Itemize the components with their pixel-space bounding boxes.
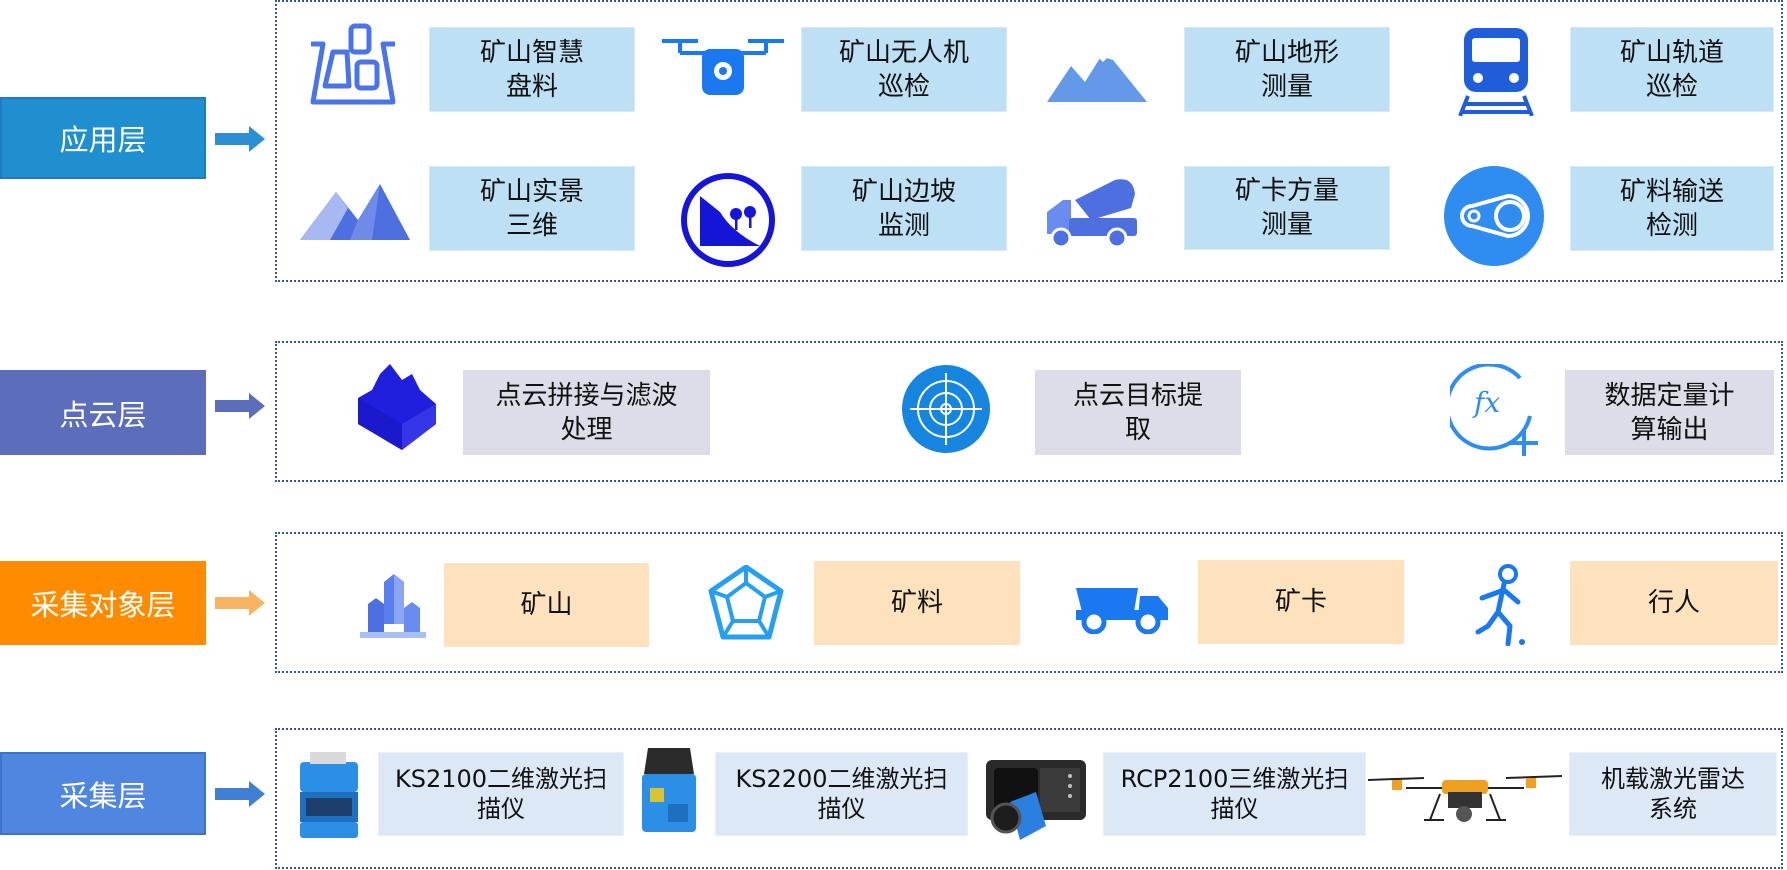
app-item-box: 矿山智慧 盘料	[429, 27, 635, 112]
uav-lidar-icon	[1367, 775, 1563, 822]
arrow-right-icon	[215, 393, 265, 419]
app-item-box: 矿山实景 三维	[429, 166, 635, 251]
device-item-box: RCP2100三维激光扫 描仪	[1103, 752, 1366, 836]
slope-monitor-icon	[681, 173, 775, 267]
ks2200-scanner-icon	[642, 748, 696, 832]
pointcloud-item-box: 点云拼接与滤波 处理	[463, 370, 710, 455]
app-item-box: 矿料输送 检测	[1570, 166, 1774, 251]
layer-label-objects: 采集对象层	[0, 561, 206, 645]
drone-icon	[662, 39, 784, 95]
target-icon	[902, 365, 990, 453]
conveyor-icon	[1444, 166, 1544, 266]
mountains-3d-icon	[300, 184, 410, 240]
app-item-box: 矿卡方量 测量	[1184, 166, 1390, 250]
object-item-box: 行人	[1570, 561, 1778, 645]
mixer-truck-icon	[1047, 179, 1137, 249]
device-item-box: KS2100二维激光扫 描仪	[378, 752, 624, 836]
object-item-box: 矿料	[814, 561, 1020, 645]
device-item-box: 机载激光雷达 系统	[1569, 752, 1777, 836]
layer-label-application: 应用层	[0, 97, 206, 179]
ks2100-scanner-icon	[300, 752, 358, 838]
mine-inventory-icon	[310, 23, 396, 105]
pointcloud-item-box: 数据定量计 算输出	[1565, 370, 1774, 455]
object-item-box: 矿卡	[1198, 560, 1404, 644]
function-plus-icon: fx	[1450, 364, 1538, 456]
svg-text:fx: fx	[1472, 386, 1500, 419]
polyhedron-icon	[708, 565, 784, 640]
pedestrian-icon	[1475, 564, 1525, 646]
pointcloud-item-box: 点云目标提 取	[1035, 370, 1241, 455]
dump-truck-icon	[1076, 588, 1168, 634]
rcp2100-scanner-icon	[986, 760, 1086, 840]
device-item-box: KS2200二维激光扫 描仪	[715, 752, 968, 836]
arrow-right-icon	[215, 781, 265, 807]
arrow-right-icon	[215, 126, 265, 152]
layer-label-acquisition: 采集层	[0, 752, 206, 835]
app-item-box: 矿山无人机 巡检	[801, 27, 1007, 112]
layer-label-pointcloud: 点云层	[0, 370, 206, 455]
crystal-layers-icon	[358, 364, 436, 450]
terrain-icon	[1047, 50, 1147, 102]
train-icon	[1458, 28, 1534, 116]
app-item-box: 矿山边坡 监测	[801, 166, 1007, 251]
app-item-box: 矿山轨道 巡检	[1570, 27, 1774, 112]
object-item-box: 矿山	[444, 563, 649, 647]
app-item-box: 矿山地形 测量	[1184, 27, 1390, 112]
crystal-icon	[360, 574, 426, 638]
arrow-right-icon	[215, 590, 265, 616]
